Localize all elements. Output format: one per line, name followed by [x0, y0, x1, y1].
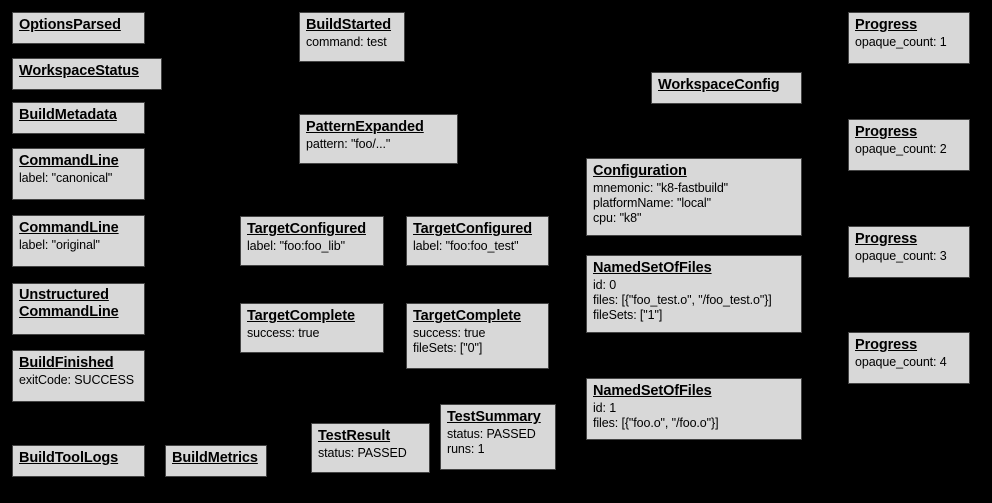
node-title: Unstructured CommandLine	[19, 287, 119, 320]
node-title-row: TestResult	[318, 427, 423, 445]
node-title: BuildMetadata	[19, 107, 117, 123]
node-fields: label: "original"	[19, 238, 100, 252]
node-target-configured-lib[interactable]: TargetConfigured label: "foo:foo_lib"	[240, 216, 384, 266]
node-title: CommandLine	[19, 220, 119, 236]
node-title: PatternExpanded	[306, 119, 424, 135]
node-progress-3[interactable]: Progress opaque_count: 3	[848, 226, 970, 278]
node-progress-1[interactable]: Progress opaque_count: 1	[848, 12, 970, 64]
node-progress-2[interactable]: Progress opaque_count: 2	[848, 119, 970, 171]
node-fields: label: "foo:foo_lib"	[247, 239, 345, 253]
node-title-row: WorkspaceStatus	[19, 62, 155, 80]
node-fields: mnemonic: "k8-fastbuild" platformName: "…	[593, 181, 729, 225]
node-fields: success: true	[247, 326, 320, 340]
node-workspace-status[interactable]: WorkspaceStatus	[12, 58, 162, 90]
node-title: TestSummary	[447, 409, 541, 425]
node-fields: opaque_count: 3	[855, 249, 947, 263]
node-title: Progress	[855, 231, 918, 247]
node-fields: id: 0 files: [{"foo_test.o", "/foo_test.…	[593, 278, 772, 322]
node-title-row: Configuration	[593, 162, 795, 180]
node-title: CommandLine	[19, 153, 119, 169]
node-title-row: PatternExpanded	[306, 118, 451, 136]
node-title: NamedSetOfFiles	[593, 260, 712, 276]
node-fields: status: PASSED	[318, 446, 407, 460]
node-test-summary[interactable]: TestSummary status: PASSED runs: 1	[440, 404, 556, 470]
node-title-row: Unstructured CommandLine	[19, 287, 138, 321]
node-title-row: BuildMetrics	[172, 449, 260, 467]
node-title-row: BuildToolLogs	[19, 449, 138, 467]
node-fields: opaque_count: 2	[855, 142, 947, 156]
node-workspace-config[interactable]: WorkspaceConfig	[651, 72, 802, 104]
node-build-metrics[interactable]: BuildMetrics	[165, 445, 267, 477]
node-fields: success: true fileSets: ["0"]	[413, 326, 486, 355]
node-named-set-of-files-0[interactable]: NamedSetOfFiles id: 0 files: [{"foo_test.…	[586, 255, 802, 333]
node-pattern-expanded[interactable]: PatternExpanded pattern: "foo/..."	[299, 114, 458, 164]
node-title-row: WorkspaceConfig	[658, 76, 795, 94]
node-title: TargetComplete	[413, 308, 521, 324]
node-title-row: NamedSetOfFiles	[593, 382, 795, 400]
node-title: TargetConfigured	[247, 221, 366, 237]
node-title-row: CommandLine	[19, 219, 138, 237]
node-fields: command: test	[306, 35, 387, 49]
node-title: WorkspaceStatus	[19, 63, 139, 79]
node-title: Configuration	[593, 163, 687, 179]
node-build-tool-logs[interactable]: BuildToolLogs	[12, 445, 145, 477]
node-command-line-canonical[interactable]: CommandLine label: "canonical"	[12, 148, 145, 200]
node-title: WorkspaceConfig	[658, 77, 780, 93]
node-title: TargetComplete	[247, 308, 355, 324]
node-build-metadata[interactable]: BuildMetadata	[12, 102, 145, 134]
node-title-row: CommandLine	[19, 152, 138, 170]
node-fields: id: 1 files: [{"foo.o", "/foo.o"}]	[593, 401, 719, 430]
node-fields: opaque_count: 4	[855, 355, 947, 369]
node-title-row: BuildStarted	[306, 16, 398, 34]
node-title-row: TargetConfigured	[247, 220, 377, 238]
node-title-row: Progress	[855, 230, 963, 248]
node-title: TargetConfigured	[413, 221, 532, 237]
node-title: Progress	[855, 17, 918, 33]
node-options-parsed[interactable]: OptionsParsed	[12, 12, 145, 44]
node-target-configured-test[interactable]: TargetConfigured label: "foo:foo_test"	[406, 216, 549, 266]
node-title-row: BuildFinished	[19, 354, 138, 372]
node-fields: pattern: "foo/..."	[306, 137, 391, 151]
node-title-row: OptionsParsed	[19, 16, 138, 34]
node-title: BuildFinished	[19, 355, 114, 371]
node-title-row: TargetComplete	[247, 307, 377, 325]
node-title: NamedSetOfFiles	[593, 383, 712, 399]
node-title-row: TargetComplete	[413, 307, 542, 325]
node-fields: label: "foo:foo_test"	[413, 239, 519, 253]
node-title: Progress	[855, 337, 918, 353]
node-fields: opaque_count: 1	[855, 35, 947, 49]
node-title-row: Progress	[855, 336, 963, 354]
node-title: BuildToolLogs	[19, 450, 119, 466]
node-configuration[interactable]: Configuration mnemonic: "k8-fastbuild" pl…	[586, 158, 802, 236]
node-title: BuildStarted	[306, 17, 392, 33]
node-unstructured-command-line[interactable]: Unstructured CommandLine	[12, 283, 145, 335]
node-build-started[interactable]: BuildStarted command: test	[299, 12, 405, 62]
node-title-row: TargetConfigured	[413, 220, 542, 238]
node-fields: label: "canonical"	[19, 171, 113, 185]
node-build-finished[interactable]: BuildFinished exitCode: SUCCESS	[12, 350, 145, 402]
node-command-line-original[interactable]: CommandLine label: "original"	[12, 215, 145, 267]
node-fields: exitCode: SUCCESS	[19, 373, 135, 387]
node-target-complete-test[interactable]: TargetComplete success: true fileSets: ["…	[406, 303, 549, 369]
node-title-row: Progress	[855, 123, 963, 141]
node-title: TestResult	[318, 428, 391, 444]
node-fields: status: PASSED runs: 1	[447, 427, 536, 456]
node-title: Progress	[855, 124, 918, 140]
node-title: OptionsParsed	[19, 17, 121, 33]
node-title-row: BuildMetadata	[19, 106, 138, 124]
node-progress-4[interactable]: Progress opaque_count: 4	[848, 332, 970, 384]
node-named-set-of-files-1[interactable]: NamedSetOfFiles id: 1 files: [{"foo.o", "…	[586, 378, 802, 440]
node-title-row: TestSummary	[447, 408, 549, 426]
node-title-row: NamedSetOfFiles	[593, 259, 795, 277]
node-title-row: Progress	[855, 16, 963, 34]
node-target-complete-lib[interactable]: TargetComplete success: true	[240, 303, 384, 353]
node-test-result[interactable]: TestResult status: PASSED	[311, 423, 430, 473]
node-title: BuildMetrics	[172, 450, 258, 466]
